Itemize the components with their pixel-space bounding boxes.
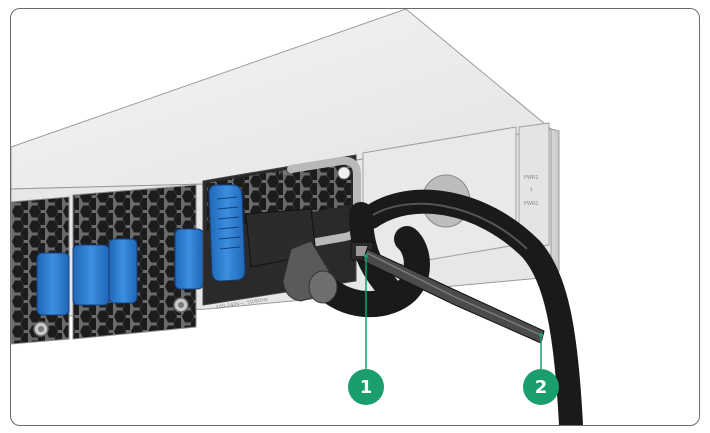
module-screw bbox=[337, 166, 351, 180]
callout-2-number: 2 bbox=[535, 377, 548, 398]
slot-label-pwr1: PWR1 bbox=[524, 175, 539, 181]
slot-label-pwr2: PWR2 bbox=[524, 201, 539, 207]
power-cord bbox=[308, 189, 583, 425]
figure-frame: PSR450-12A 100-240V~; 50/60Hz PWR1 ↕ PWR… bbox=[10, 8, 700, 426]
chassis-side bbox=[550, 128, 560, 278]
power-cord-retainer-illustration: PSR450-12A 100-240V~; 50/60Hz PWR1 ↕ PWR… bbox=[11, 9, 583, 425]
fan-tray-handle[interactable] bbox=[72, 244, 110, 306]
callout-2: 2 bbox=[523, 369, 559, 405]
power-cord-plug bbox=[245, 208, 338, 304]
fan-tray-handle[interactable] bbox=[36, 252, 70, 316]
module-handle[interactable] bbox=[287, 156, 361, 247]
slot-arrow-glyph: ↕ bbox=[529, 187, 533, 193]
fan-tray-handle[interactable] bbox=[174, 228, 204, 290]
fan-tray-handle[interactable] bbox=[108, 238, 138, 304]
callout-1: 1 bbox=[348, 369, 384, 405]
module-release-latch[interactable] bbox=[208, 184, 246, 282]
callout-1-number: 1 bbox=[360, 377, 373, 398]
